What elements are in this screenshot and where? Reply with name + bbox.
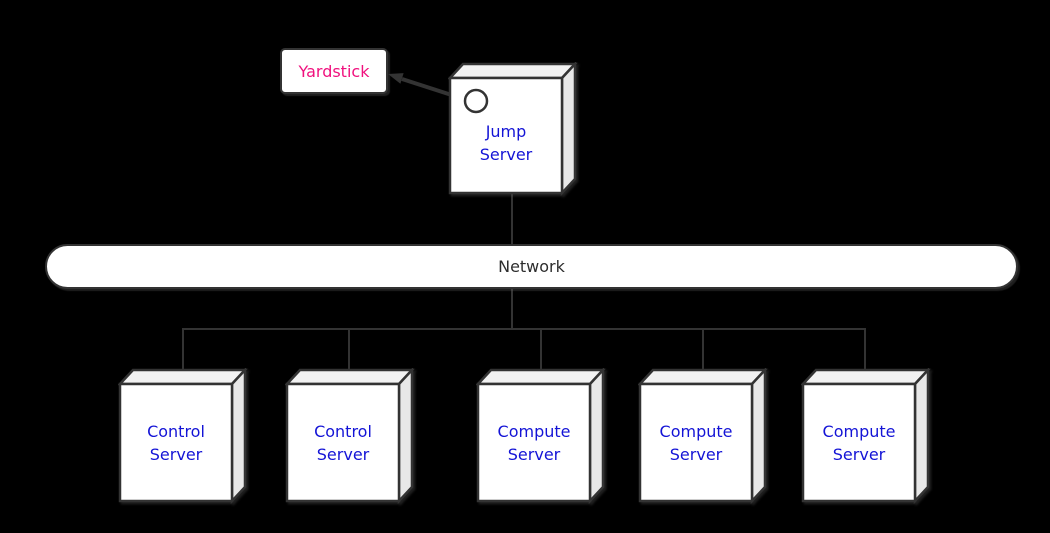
node-3d-box <box>638 368 768 504</box>
node-3d-box <box>476 368 606 504</box>
compute-server-node-1: Compute Server <box>476 368 606 504</box>
server-label: Control Server <box>314 421 372 464</box>
interface-circle <box>463 88 489 114</box>
connector-jump-to-network <box>511 193 513 245</box>
yardstick-box: Yardstick <box>280 48 388 94</box>
compute-server-node-2: Compute Server <box>638 368 768 504</box>
connector-branch-to-server-4 <box>702 329 704 371</box>
control-server-node-2: Control Server <box>285 368 415 504</box>
server-label: Compute Server <box>659 421 733 464</box>
node-3d-box <box>801 368 931 504</box>
node-3d-box <box>448 62 578 197</box>
branch-line <box>182 328 866 330</box>
connector-network-to-branch <box>511 288 513 329</box>
server-label: Compute Server <box>822 421 896 464</box>
network-bus: Network <box>45 244 1018 289</box>
connector-branch-to-server-1 <box>182 329 184 371</box>
server-label: Control Server <box>147 421 205 464</box>
jump-server-label: Jump Server <box>479 122 533 164</box>
node-3d-box <box>118 368 248 504</box>
node-3d-box <box>285 368 415 504</box>
control-server-node-1: Control Server <box>118 368 248 504</box>
jump-server-node: Jump Server <box>448 62 578 198</box>
connector-branch-to-server-5 <box>864 329 866 371</box>
server-label: Compute Server <box>497 421 571 464</box>
compute-server-node-3: Compute Server <box>801 368 931 504</box>
yardstick-label: Yardstick <box>298 61 370 81</box>
connector-branch-to-server-3 <box>540 329 542 371</box>
connector-branch-to-server-2 <box>348 329 350 371</box>
network-label: Network <box>498 257 565 276</box>
